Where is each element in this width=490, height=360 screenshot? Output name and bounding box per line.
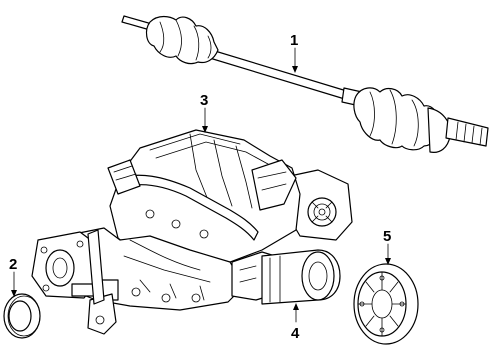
callout-3-label: 3 (200, 92, 208, 109)
differential-housing-icon[interactable] (31, 129, 353, 335)
cover-plate-icon[interactable] (353, 263, 419, 345)
callout-5-label: 5 (383, 228, 391, 245)
axle-shaft-icon[interactable] (121, 15, 489, 153)
callout-5-arrow (385, 258, 391, 265)
callout-4-arrow (293, 303, 299, 310)
callout-3-arrow (202, 126, 208, 133)
seal-ring-icon[interactable] (3, 293, 41, 339)
actuator-motor-icon[interactable] (231, 249, 341, 305)
callout-2-arrow (11, 290, 17, 297)
callout-2-label: 2 (9, 256, 17, 273)
callout-1-label: 1 (290, 32, 298, 49)
callout-1-arrow (292, 66, 298, 73)
callout-4-label: 4 (291, 325, 300, 342)
